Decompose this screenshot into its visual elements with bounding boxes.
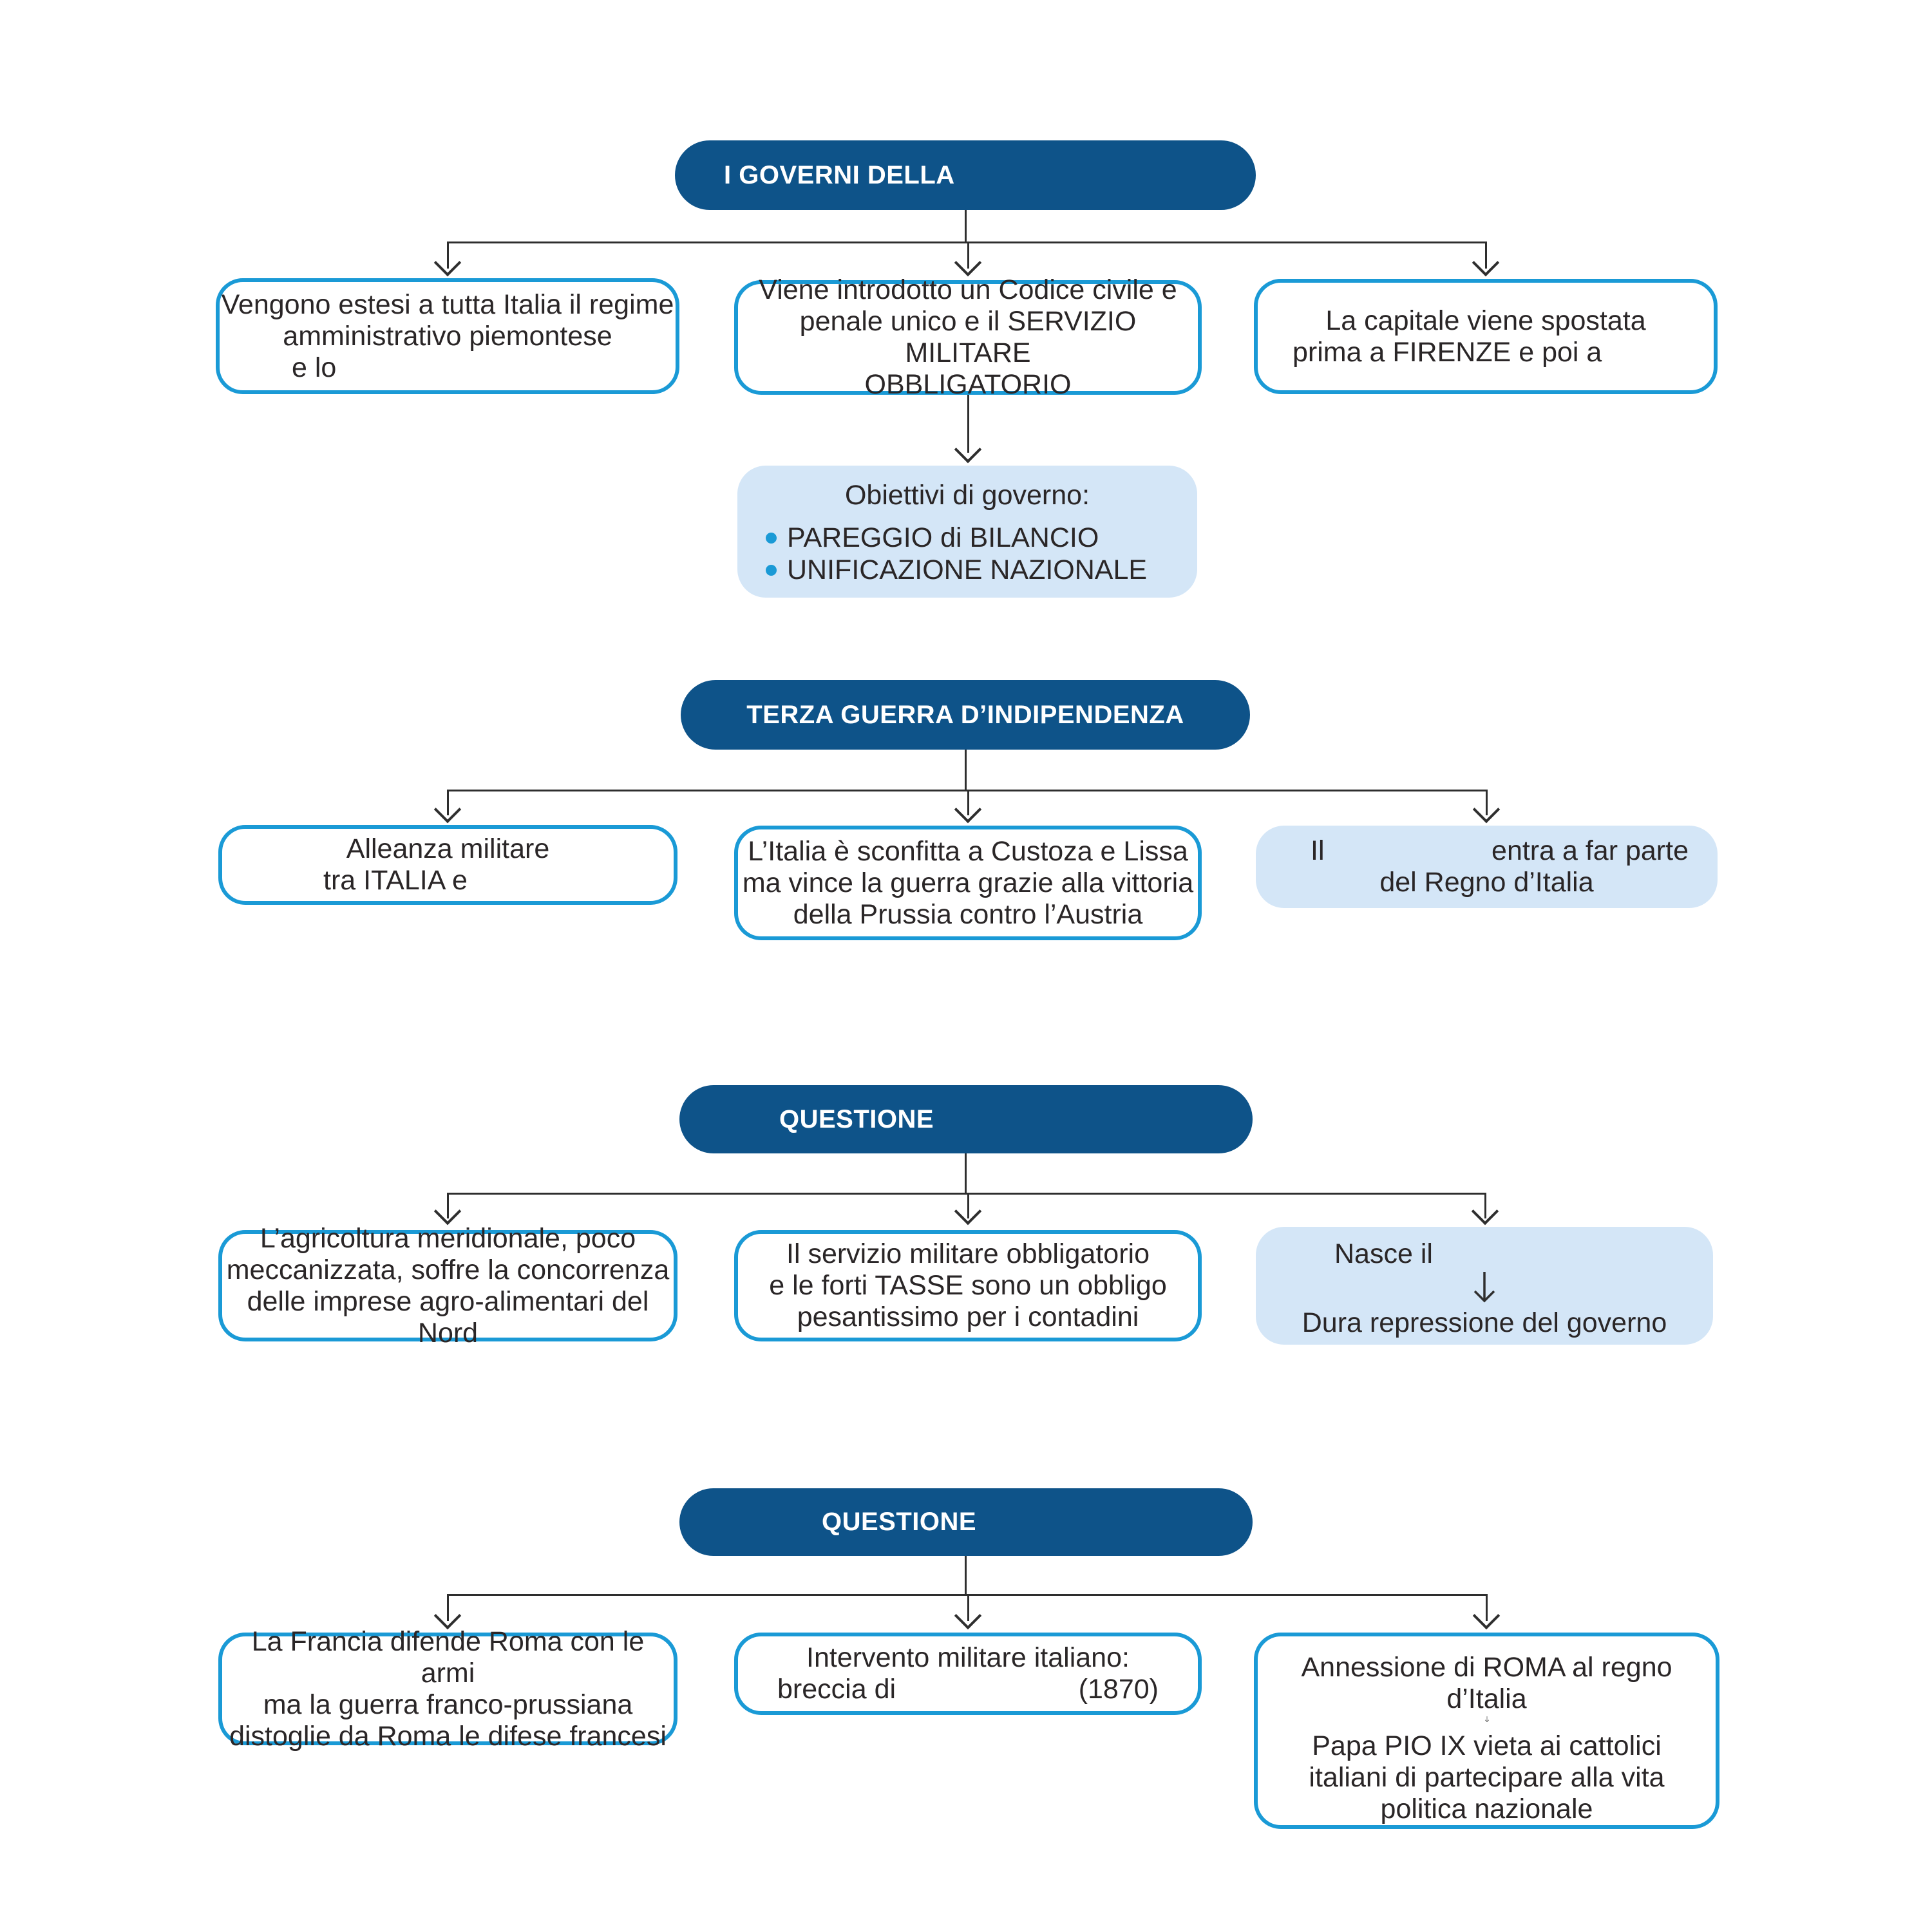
connector-stem-2 <box>965 750 967 790</box>
connector-stem-1 <box>965 210 967 242</box>
box-text-line: ma vince la guerra grazie alla vittoria <box>742 867 1194 898</box>
blank-suffix: entra a far parte <box>1492 835 1689 866</box>
connector-drop-2-right <box>1486 790 1488 815</box>
bullet-label: PAREGGIO di BILANCIO <box>787 522 1099 553</box>
box-text-line-blank: Il entra a far parte <box>1256 835 1718 867</box>
box-text-line: Papa PIO IX vieta ai cattolici <box>1312 1730 1662 1761</box>
bullet-item: UNIFICAZIONE NAZIONALE <box>766 554 1197 586</box>
connector-bus-4 <box>448 1594 1486 1596</box>
connector-bus-3 <box>448 1193 1485 1195</box>
arrow-down-icon <box>954 435 982 464</box>
arrow-down-icon <box>1471 1197 1499 1226</box>
arrow-down-icon <box>433 795 462 824</box>
box-text-line: La capitale viene spostata <box>1325 305 1646 336</box>
box-text-line: Dura repressione del governo <box>1302 1307 1667 1338</box>
header-terza-guerra: TERZA GUERRA D’INDIPENDENZA <box>681 680 1250 750</box>
box-text-line: Alleanza militare <box>346 833 550 864</box>
box-agricoltura: L’agricoltura meridionale, poco meccaniz… <box>218 1223 677 1349</box>
connector-drop-2-left <box>447 790 449 815</box>
box-text-line-blank: breccia di (1870) <box>738 1674 1198 1705</box>
arrow-down-icon <box>433 249 462 277</box>
connector-drop-4-center <box>967 1594 969 1621</box>
header-questione-2-label: QUESTIONE <box>822 1508 977 1536</box>
box-text-line: Intervento militare italiano: <box>806 1642 1130 1673</box>
box-text-line: amministrativo piemontese <box>283 320 612 352</box>
box-text-line: distoglie da Roma le difese francesi <box>229 1720 667 1752</box>
box-text-line: meccanizzata, soffre la concorrenza <box>226 1254 670 1285</box>
box-nasce-il: Nasce il Dura repressione del governo <box>1256 1227 1713 1345</box>
box-codice-civile: Viene introdotto un Codice civile e pena… <box>734 274 1202 400</box>
blank-prefix: breccia di <box>777 1674 896 1705</box>
arrow-down-icon <box>1472 795 1501 824</box>
box-capitale: La capitale viene spostata prima a FIREN… <box>1254 279 1718 394</box>
connector-stem-3 <box>965 1153 967 1193</box>
box-alleanza: Alleanza militare tra ITALIA e <box>218 825 677 905</box>
arrow-down-icon <box>954 795 982 824</box>
connector-drop-3-left <box>447 1193 449 1218</box>
arrow-down-icon <box>954 1602 982 1630</box>
box-text-line: Annessione di ROMA al regno d’Italia <box>1301 1652 1672 1714</box>
header-governi-label: I GOVERNI DELLA <box>724 160 955 189</box>
box-regime-amministrativo: Vengono estesi a tutta Italia il regime … <box>216 278 679 394</box>
box-text-line: L’agricoltura meridionale, poco <box>260 1222 636 1254</box>
box-text-line: ma la guerra franco-prussiana <box>263 1689 633 1720</box>
box-text-line: delle imprese agro-alimentari del Nord <box>247 1285 649 1349</box>
arrow-down-icon <box>954 249 982 277</box>
connector-bus-2 <box>448 790 1486 791</box>
arrow-down-icon <box>1472 1602 1501 1630</box>
header-terza-guerra-label: TERZA GUERRA D’INDIPENDENZA <box>746 700 1184 729</box>
box-regno-italia: Il entra a far parte del Regno d’Italia <box>1256 826 1718 908</box>
connector-drop-2-center <box>967 790 969 815</box>
header-governi: I GOVERNI DELLA <box>675 140 1256 210</box>
header-questione-2: QUESTIONE <box>679 1488 1253 1556</box>
bullet-label: UNIFICAZIONE NAZIONALE <box>787 554 1148 585</box>
header-questione-1: QUESTIONE <box>679 1085 1253 1153</box>
box-text-line: e le forti TASSE sono un obbligo <box>769 1270 1167 1301</box>
connector-drop-4-left <box>447 1594 449 1621</box>
blank-suffix: (1870) <box>1078 1674 1159 1705</box>
arrow-down-icon <box>433 1197 462 1226</box>
box-obiettivi: Obiettivi di governo: PAREGGIO di BILANC… <box>737 466 1197 598</box>
box-text-line-blank: e lo <box>292 352 337 383</box>
bullet-dot-icon <box>766 564 777 576</box>
bullet-dot-icon <box>766 532 777 544</box>
box-text-line: italiani di partecipare alla vita <box>1309 1762 1665 1793</box>
box-text-line-blank: tra ITALIA e <box>323 865 468 896</box>
arrow-down-icon <box>1484 1716 1489 1722</box>
connector-drop-4-right <box>1486 1594 1488 1621</box>
obiettivi-bullet-list: PAREGGIO di BILANCIO UNIFICAZIONE NAZION… <box>737 522 1197 586</box>
box-text-line: pesantissimo per i contadini <box>797 1302 1139 1332</box>
connector-drop-1-right <box>1485 242 1487 269</box>
box-text-line: La Francia difende Roma con le armi <box>251 1625 645 1689</box>
box-servizio-tasse: Il servizio militare obbligatorio e le f… <box>734 1230 1202 1341</box>
bullet-item: PAREGGIO di BILANCIO <box>766 522 1197 554</box>
box-custoza-lissa: L’Italia è sconfitta a Custoza e Lissa m… <box>734 826 1202 940</box>
connector-drop-3-right <box>1484 1193 1486 1218</box>
box-text-line: Vengono estesi a tutta Italia il regime <box>221 289 674 320</box>
box-text-line-blank: Nasce il <box>1334 1238 1433 1269</box>
arrow-down-icon <box>1473 1272 1495 1303</box>
box-text-line: del Regno d’Italia <box>1379 867 1594 898</box>
connector-codice-obiettivi <box>967 395 969 453</box>
connector-drop-1-left <box>447 242 449 269</box>
blank-prefix: Il <box>1311 835 1325 866</box>
box-text-line: politica nazionale <box>1380 1794 1593 1824</box>
connector-drop-1-center <box>967 242 969 269</box>
box-text-line: della Prussia contro l’Austria <box>793 898 1143 930</box>
box-breccia: Intervento militare italiano: breccia di… <box>734 1633 1202 1715</box>
arrow-down-icon <box>954 1197 982 1226</box>
obiettivi-title: Obiettivi di governo: <box>844 480 1090 511</box>
box-annessione-roma: Annessione di ROMA al regno d’Italia Pap… <box>1254 1633 1719 1829</box>
connector-bus-1 <box>448 242 1486 243</box>
box-text-line-blank: prima a FIRENZE e poi a <box>1293 336 1602 368</box>
connector-drop-3-center <box>967 1193 969 1218</box>
box-text-line: Viene introdotto un Codice civile e <box>759 274 1177 305</box>
box-text-line: penale unico e il SERVIZIO MILITARE <box>799 306 1137 368</box>
arrow-down-icon <box>1472 249 1500 277</box>
header-questione-1-label: QUESTIONE <box>779 1104 934 1133</box>
box-francia-roma: La Francia difende Roma con le armi ma l… <box>218 1626 677 1752</box>
connector-stem-4 <box>965 1556 967 1594</box>
box-text-line: L’Italia è sconfitta a Custoza e Lissa <box>748 835 1188 867</box>
box-text-line: Il servizio militare obbligatorio <box>786 1238 1150 1269</box>
